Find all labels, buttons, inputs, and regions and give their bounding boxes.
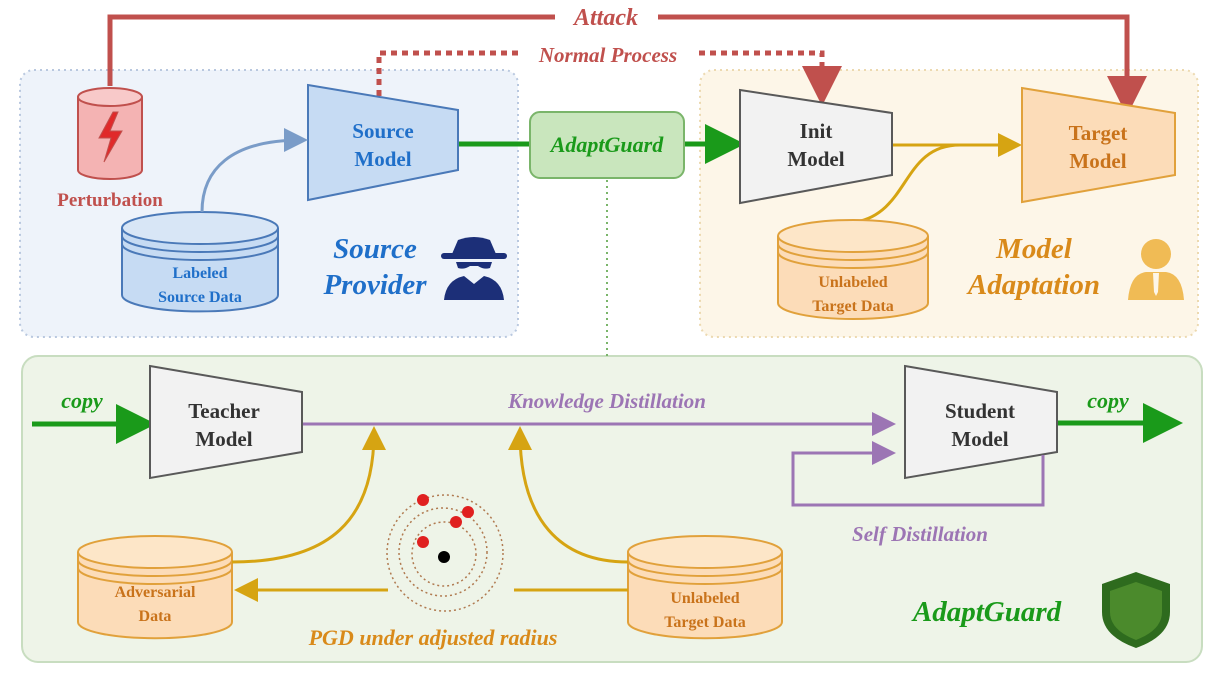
source-data-to-model-arrow xyxy=(200,128,308,213)
perturbation-label: Perturbation xyxy=(57,190,163,211)
normal-process-label: Normal Process xyxy=(538,43,677,67)
self-distillation-arrow xyxy=(791,441,1045,507)
unlabeled-target-data-cylinder-bottom xyxy=(627,535,783,640)
target-data-to-target-arrow xyxy=(855,143,961,224)
source-provider-title-1: Source xyxy=(333,233,417,265)
target-model-shape xyxy=(1021,86,1176,204)
shield-icon xyxy=(1102,572,1170,648)
unlabeled-target-data-top-label-2: Target Data xyxy=(812,298,894,315)
adversarial-data-label-1: Adversarial xyxy=(115,584,196,601)
perturbation-icon xyxy=(77,87,143,180)
init-model-label-2: Model xyxy=(787,147,844,171)
student-model-shape xyxy=(904,364,1058,480)
unlabeled-target-data-bottom-label-1: Unlabeled xyxy=(670,590,739,607)
labeled-source-data-label-1: Labeled xyxy=(172,265,227,282)
model-adaptation-title-1: Model xyxy=(995,233,1073,265)
unlabeled-target-data-cylinder-top xyxy=(777,219,929,320)
model-adaptation-title-2: Adaptation xyxy=(966,269,1100,301)
adaptguard-box[interactable] xyxy=(529,111,685,179)
source-provider-title-2: Provider xyxy=(322,269,427,301)
knowledge-distillation-label: Knowledge Distillation xyxy=(507,389,706,413)
copy-left-label: copy xyxy=(61,388,103,413)
copy-right-label: copy xyxy=(1087,388,1129,413)
target-model-label-2: Model xyxy=(1069,149,1126,173)
attack-label: Attack xyxy=(572,5,638,31)
student-model-label-2: Model xyxy=(951,427,1008,451)
source-model-shape xyxy=(307,83,459,202)
labeled-source-data-cylinder xyxy=(121,211,279,313)
adversarial-to-kd-arrow xyxy=(231,426,386,564)
target-model-label-1: Target xyxy=(1069,121,1128,145)
teacher-model-label-1: Teacher xyxy=(188,399,260,423)
unlabeled-target-data-bottom-label-2: Target Data xyxy=(664,614,746,631)
pgd-radius-illustration xyxy=(386,490,514,614)
self-distillation-label: Self Distillation xyxy=(852,522,988,546)
pgd-label: PGD under adjusted radius xyxy=(308,625,558,650)
teacher-model-shape xyxy=(149,364,303,480)
target-data-to-kd-arrow xyxy=(508,426,629,564)
labeled-source-data-label-2: Source Data xyxy=(158,289,242,306)
unlabeled-target-data-top-label-1: Unlabeled xyxy=(818,274,887,291)
source-model-label-2: Model xyxy=(354,147,411,171)
adversarial-data-cylinder xyxy=(77,535,233,640)
spy-icon xyxy=(441,237,507,300)
source-model-label-1: Source xyxy=(352,119,413,143)
user-icon xyxy=(1128,239,1184,300)
adversarial-data-label-2: Data xyxy=(139,608,172,625)
adaptguard-box-label: AdaptGuard xyxy=(549,132,664,157)
init-model-label-1: Init xyxy=(800,119,833,143)
adaptguard-title: AdaptGuard xyxy=(911,596,1062,628)
teacher-model-label-2: Model xyxy=(195,427,252,451)
student-model-label-1: Student xyxy=(945,399,1015,423)
init-model-shape xyxy=(739,88,893,205)
